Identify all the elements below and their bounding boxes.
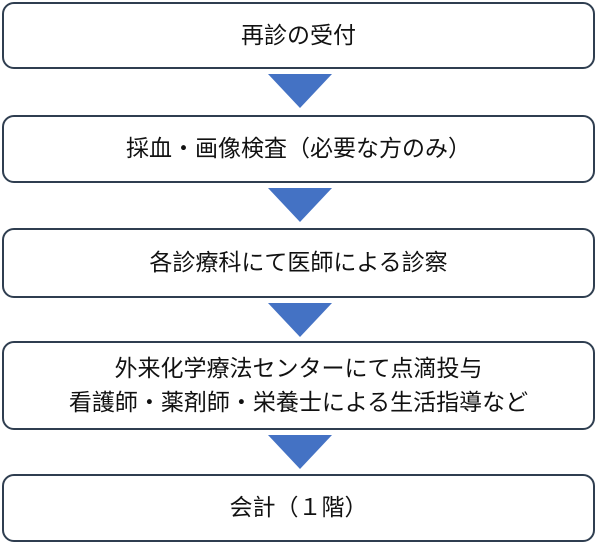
step-label-chemotherapy-guidance: 外来化学療法センターにて点滴投与 看護師・薬剤師・栄養士による生活指導など: [68, 355, 529, 416]
step-box-reception: 再診の受付: [2, 2, 595, 69]
step-box-chemotherapy-guidance: 外来化学療法センターにて点滴投与 看護師・薬剤師・栄養士による生活指導など: [2, 341, 595, 430]
down-arrow-icon: [268, 435, 332, 469]
step-box-doctor-examination: 各診療科にて医師による診察: [2, 228, 595, 298]
down-arrow-icon: [268, 74, 332, 108]
step-label-doctor-examination: 各診療科にて医師による診察: [149, 250, 448, 276]
down-arrow-icon: [268, 188, 332, 222]
step-label-blood-test-imaging: 採血・画像検査（必要な方のみ）: [126, 136, 471, 162]
step-label-payment: 会計（１階）: [229, 495, 368, 521]
step-box-payment: 会計（１階）: [2, 474, 595, 542]
step-box-blood-test-imaging: 採血・画像検査（必要な方のみ）: [2, 115, 595, 183]
down-arrow-icon: [268, 303, 332, 337]
step-label-reception: 再診の受付: [241, 22, 356, 49]
